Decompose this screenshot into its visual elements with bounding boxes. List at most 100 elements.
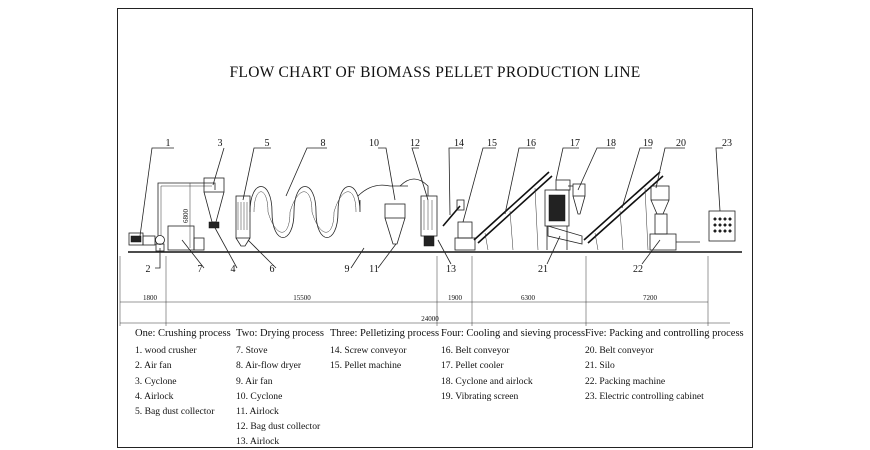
cooler-cyclone-airlock <box>568 183 586 215</box>
leader-line-4 <box>213 225 238 269</box>
electric-controlling-cabinet <box>708 210 736 242</box>
process-column-5: Five: Packing and controlling process 20.… <box>585 326 744 404</box>
dimension-d1: 1800 <box>143 294 158 302</box>
process-item: 9. Air fan <box>236 375 273 387</box>
height-dimension: 6800 <box>182 209 190 224</box>
leader-line-20 <box>655 147 685 189</box>
callout-22: 22 <box>633 264 643 275</box>
callout-7: 7 <box>198 264 203 275</box>
callout-20: 20 <box>676 138 686 149</box>
leader-line-13 <box>437 239 452 265</box>
belt-conveyor-2 <box>583 171 664 251</box>
horizontal-dimensions <box>119 256 730 326</box>
process-item: 2. Air fan <box>135 360 172 372</box>
leader-line-3 <box>212 147 225 186</box>
process-column-1: One: Crushing process 1. wood crusher 2. A… <box>135 326 231 419</box>
callout-9: 9 <box>345 264 350 275</box>
process-column-4: Four: Cooling and sieving process 16. Bel… <box>441 326 585 404</box>
process-item: 23. Electric controlling cabinet <box>585 390 704 402</box>
callout-3: 3 <box>218 138 223 149</box>
callout-2: 2 <box>146 264 151 275</box>
wood-crusher <box>128 232 156 246</box>
callout-15: 15 <box>487 138 497 149</box>
callout-1: 1 <box>166 138 171 149</box>
leader-line-6 <box>247 239 277 269</box>
leader-line-5 <box>242 147 271 201</box>
cabinet-indicator <box>728 217 732 221</box>
leader-line-21 <box>546 235 561 265</box>
callout-11: 11 <box>369 264 379 275</box>
callout-16: 16 <box>526 138 536 149</box>
crushing-pipe <box>157 182 216 236</box>
vibrating-screen <box>547 225 583 245</box>
process-item: 18. Cyclone and airlock <box>441 375 533 387</box>
leader-line-7 <box>181 239 205 269</box>
pellet-cooler <box>544 179 571 250</box>
dimension-d2: 15500 <box>293 294 311 302</box>
process-item: 11. Airlock <box>236 406 279 418</box>
cabinet-indicator <box>728 223 732 227</box>
callout-13: 13 <box>446 264 456 275</box>
leader-line-22 <box>641 239 661 265</box>
leader-line-19 <box>621 147 652 209</box>
process-item: 15. Pellet machine <box>330 360 402 372</box>
callout-17: 17 <box>570 138 580 149</box>
dimension-d5: 7200 <box>643 294 658 302</box>
bag-dust-collector-2 <box>399 178 438 247</box>
callout-10: 10 <box>369 138 379 149</box>
leader-line-12 <box>411 147 429 201</box>
process-item: 17. Pellet cooler <box>441 360 504 372</box>
process-heading: Two: Drying process <box>236 328 324 339</box>
dimension-d3: 1900 <box>448 294 463 302</box>
cabinet-indicator <box>713 229 717 233</box>
process-item: 21. Silo <box>585 360 615 372</box>
belt-conveyor-1 <box>473 171 553 251</box>
callout-14: 14 <box>454 138 464 149</box>
callout-23: 23 <box>722 138 732 149</box>
process-item: 12. Bag dust collector <box>236 421 321 433</box>
process-heading: Five: Packing and controlling process <box>585 328 744 339</box>
leader-line-1 <box>139 147 174 237</box>
process-item: 22. Packing machine <box>585 375 666 387</box>
process-item: 16. Belt conveyor <box>441 345 510 357</box>
leader-line-17 <box>555 147 579 181</box>
process-heading: One: Crushing process <box>135 328 231 339</box>
dryer-outlet-duct <box>357 184 408 197</box>
air-flow-dryer <box>249 186 361 238</box>
dimension-d4: 6300 <box>521 294 536 302</box>
crusher-cyclone <box>203 177 225 229</box>
cabinet-indicator <box>723 229 727 233</box>
dryer-cyclone <box>384 203 406 245</box>
leader-line-11 <box>377 243 397 269</box>
leader-line-23 <box>715 147 723 212</box>
process-item: 1. wood crusher <box>135 345 197 357</box>
process-item: 19. Vibrating screen <box>441 390 519 402</box>
leader-line-16 <box>504 147 535 215</box>
process-item: 4. Airlock <box>135 390 174 402</box>
cabinet-indicator <box>718 229 722 233</box>
process-item: 14. Screw conveyor <box>330 345 407 357</box>
process-item: 20. Belt conveyor <box>585 345 654 357</box>
callout-12: 12 <box>410 138 420 149</box>
packing-machine <box>649 213 700 251</box>
leader-line-14 <box>448 147 463 216</box>
pellet-machine <box>454 221 476 251</box>
callout-18: 18 <box>606 138 616 149</box>
process-item: 3. Cyclone <box>135 375 177 387</box>
leader-line-18 <box>577 147 615 191</box>
callout-19: 19 <box>643 138 653 149</box>
cabinet-indicator <box>713 223 717 227</box>
chart-title: FLOW CHART OF BIOMASS PELLET PRODUCTION … <box>229 64 641 81</box>
silo <box>650 185 670 215</box>
callout-8: 8 <box>321 138 326 149</box>
leader-line-8 <box>285 147 327 197</box>
leader-line-10 <box>378 147 396 201</box>
bag-dust-collector-1 <box>235 195 251 247</box>
leader-line-2 <box>155 248 161 269</box>
process-heading: Three: Pelletizing process <box>330 328 440 339</box>
process-item: 5. Bag dust collector <box>135 406 215 418</box>
process-heading: Four: Cooling and sieving process <box>441 328 586 339</box>
process-item: 13. Airlock <box>236 436 280 448</box>
cabinet-indicator <box>723 223 727 227</box>
